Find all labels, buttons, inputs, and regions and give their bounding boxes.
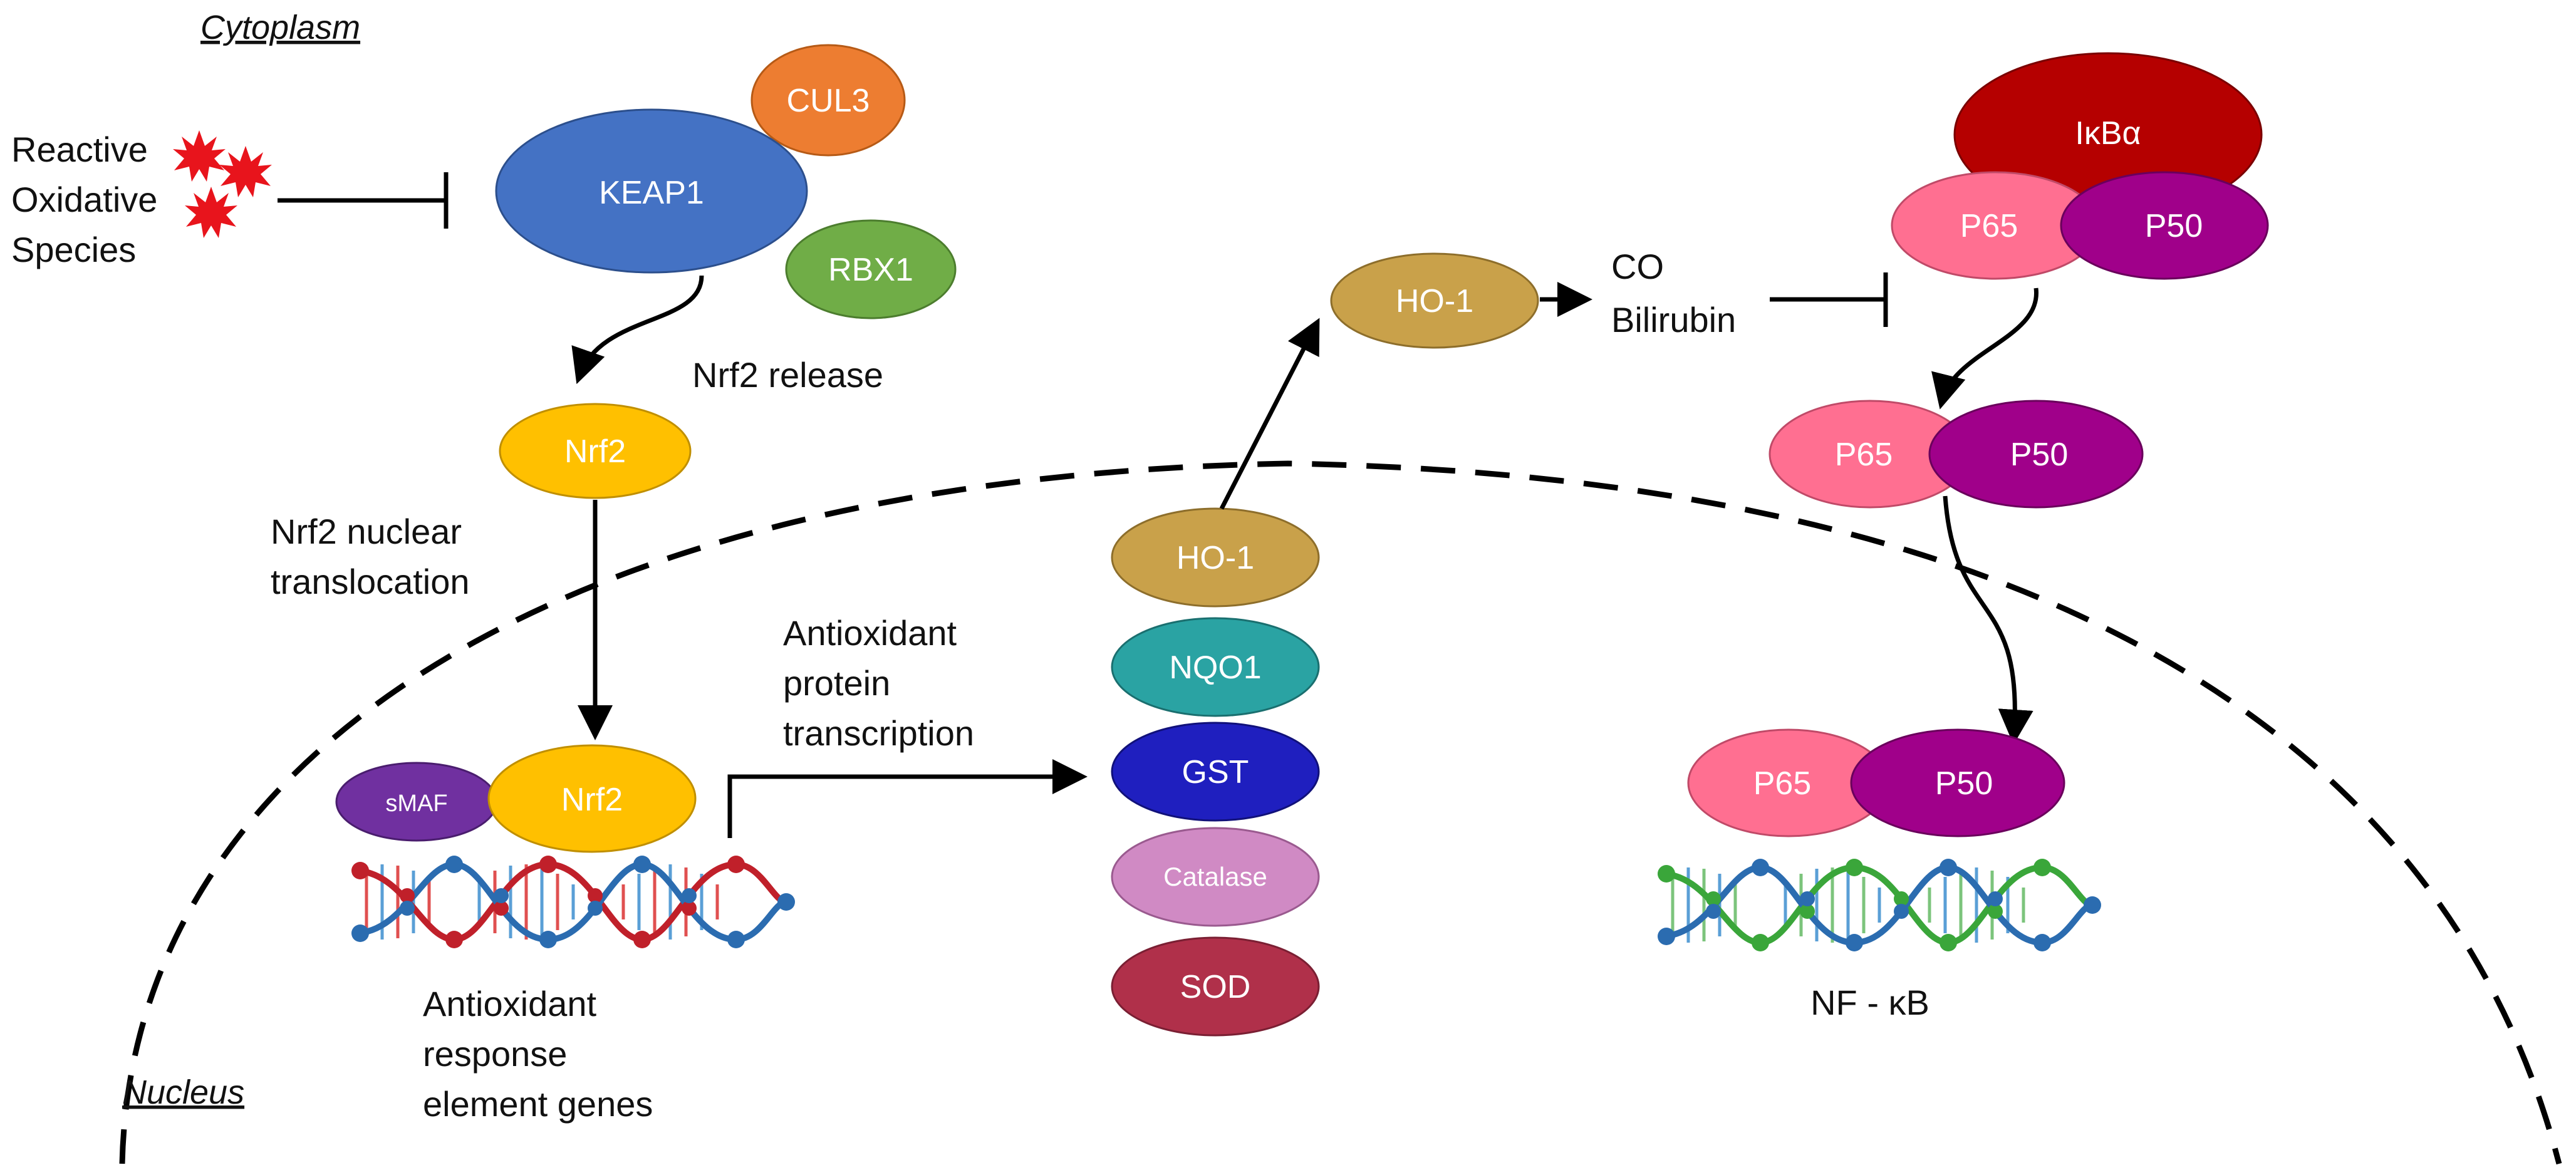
- catalase-label: Catalase: [1163, 862, 1267, 891]
- nuclear-envelope: [119, 460, 2562, 1165]
- svg-text:Reactive: Reactive: [11, 130, 148, 169]
- rbx1-label: RBX1: [828, 252, 913, 288]
- ho1-upper-node: [1330, 252, 1539, 349]
- svg-text:Species: Species: [11, 230, 136, 269]
- gst-label: GST: [1182, 754, 1249, 790]
- nrf2-release-arrow: [571, 275, 704, 385]
- ros-inhibits-keap1: [278, 172, 449, 229]
- nrf2-nuclear-node: [487, 744, 697, 853]
- ros-label: Reactive Oxidative Species: [11, 130, 157, 269]
- svg-text:Antioxidant: Antioxidant: [423, 984, 597, 1023]
- nucleus-label: Nucleus: [122, 1074, 244, 1111]
- sod-label: SOD: [1180, 969, 1251, 1005]
- nrf2-cyto-label: Nrf2: [564, 433, 626, 470]
- nrf2-release-label: Nrf2 release: [692, 355, 883, 395]
- svg-text:transcription: transcription: [783, 713, 974, 753]
- rbx1-node: [785, 219, 957, 319]
- catalase-node: [1111, 827, 1320, 927]
- ho1-stack-node: [1111, 507, 1320, 608]
- nrf2-nuclear-translocation-label: Nrf2 nuclear translocation: [271, 512, 470, 601]
- svg-text:Nrf2 nuclear: Nrf2 nuclear: [271, 512, 462, 551]
- ho1-upper-label: HO-1: [1396, 283, 1473, 319]
- svg-text:Antioxidant: Antioxidant: [783, 613, 957, 653]
- sod-node: [1111, 936, 1320, 1037]
- co-label: CO: [1611, 247, 1664, 286]
- cul3-node: [750, 44, 906, 157]
- svg-text:protein: protein: [783, 663, 890, 703]
- products-inhibit-ikba: [1770, 272, 1888, 327]
- nfkb-dna-icon: [1658, 859, 2101, 951]
- nrf2-cyto-node: [499, 403, 692, 499]
- transcription-arrow: [727, 759, 1088, 838]
- ros-starburst-icon: [173, 130, 272, 238]
- p65-top-label: P65: [1960, 208, 2018, 244]
- bilirubin-label: Bilirubin: [1611, 300, 1736, 339]
- gst-node: [1111, 722, 1320, 822]
- are-dna-icon: [351, 856, 795, 948]
- antioxidant-transcription-label: Antioxidant protein transcription: [783, 613, 974, 753]
- p50-mid-label: P50: [2010, 437, 2069, 473]
- svg-text:response: response: [423, 1034, 567, 1074]
- smaf-label: sMAF: [385, 790, 447, 817]
- are-genes-label: Antioxidant response element genes: [423, 984, 653, 1124]
- cul3-label: CUL3: [787, 83, 870, 119]
- p65-mid-label: P65: [1835, 437, 1893, 473]
- ho1-export-arrow: [1219, 318, 1320, 510]
- p50-low-node: [1850, 728, 2065, 837]
- nqo1-label: NQO1: [1169, 650, 1261, 686]
- ikba-label: IκBα: [2075, 115, 2141, 152]
- nrf2-nuclear-label: Nrf2: [561, 782, 623, 818]
- ho1-stack-label: HO-1: [1176, 540, 1254, 576]
- cytoplasm-label: Cytoplasm: [200, 9, 360, 46]
- p50-top-node: [2060, 171, 2269, 280]
- p50-mid-node: [1928, 400, 2144, 509]
- svg-text:element genes: element genes: [423, 1084, 653, 1124]
- nfkb-translocation-arrow: [1943, 495, 2033, 745]
- p50-top-label: P50: [2145, 208, 2203, 244]
- nfkb-label: NF - κB: [1810, 983, 1929, 1022]
- svg-text:Oxidative: Oxidative: [11, 180, 157, 219]
- nqo1-node: [1111, 617, 1320, 717]
- svg-text:translocation: translocation: [271, 562, 470, 601]
- p65-low-label: P65: [1753, 765, 1812, 802]
- nfkb-release-arrow: [1931, 287, 2038, 410]
- keap1-label: KEAP1: [599, 175, 704, 211]
- keap1-node: [495, 108, 808, 274]
- p50-low-label: P50: [1935, 765, 1993, 802]
